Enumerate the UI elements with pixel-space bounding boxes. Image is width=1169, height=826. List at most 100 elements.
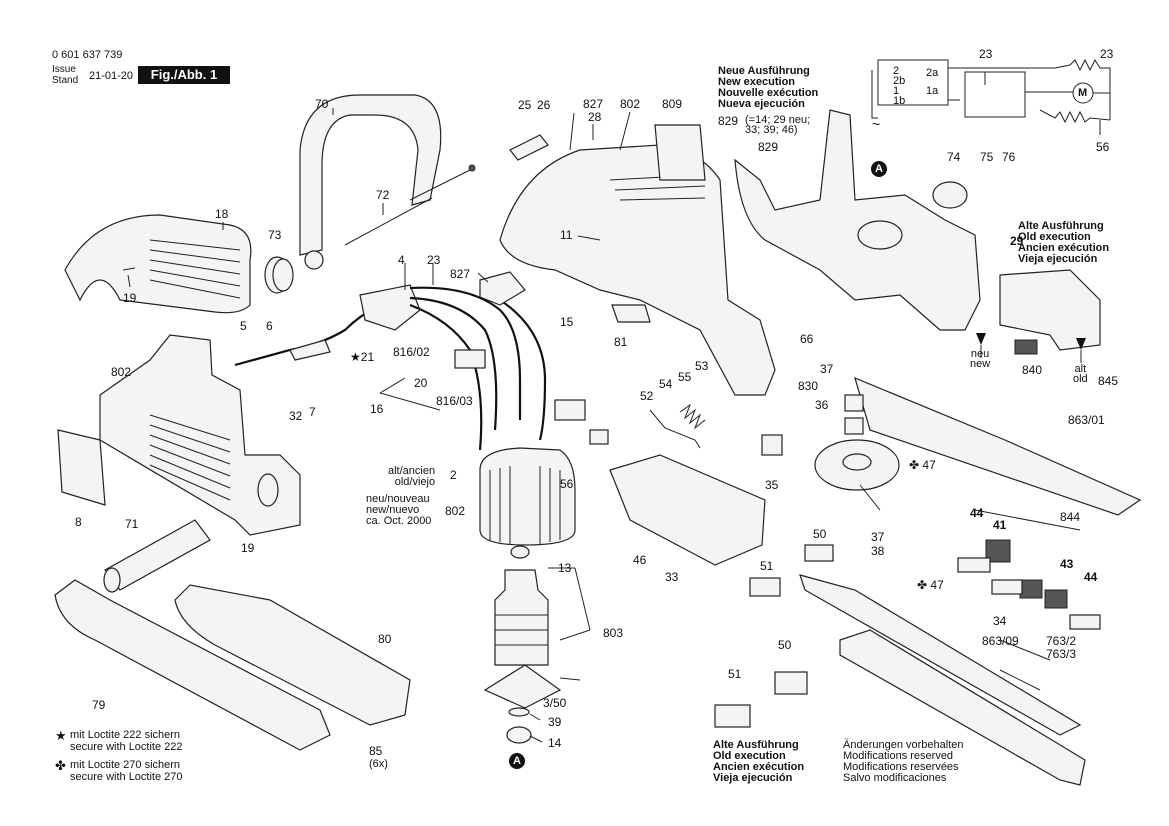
callout-37a: 37 xyxy=(820,362,834,376)
callout-802c: 802 xyxy=(445,504,466,518)
terminal-1a: 1a xyxy=(926,85,939,97)
stator-part xyxy=(479,447,576,546)
callout-32: 32 xyxy=(289,409,303,423)
callout-44b: 44 xyxy=(1084,570,1098,584)
callout-50b: 50 xyxy=(778,638,792,652)
loctite-222-de: mit Loctite 222 sichern xyxy=(70,729,181,741)
callout-33: 33 xyxy=(665,570,679,584)
terminal-1b: 1b xyxy=(893,95,906,107)
callout-80: 80 xyxy=(378,632,392,646)
callout-6: 6 xyxy=(266,319,273,333)
callout-37b: 37 xyxy=(871,530,885,544)
callout-39: 39 xyxy=(548,715,562,729)
callout-763-3: 763/3 xyxy=(1046,647,1077,661)
modifications-es: Salvo modificaciones xyxy=(843,772,947,784)
knob-part xyxy=(264,256,294,294)
loctite-222-en: secure with Loctite 222 xyxy=(70,741,183,753)
callout-816-03: 816/03 xyxy=(436,394,473,408)
motor-symbol: M xyxy=(1078,87,1088,99)
gear-part xyxy=(814,394,900,491)
old-text: old xyxy=(1073,373,1088,385)
star-symbol: ★ xyxy=(55,728,67,743)
callout-26: 26 xyxy=(537,98,551,112)
detail-line-1: (=14; 29 neu; xyxy=(745,114,811,126)
part-number: 0 601 637 739 xyxy=(52,49,123,61)
terminal-2: 2 xyxy=(893,65,900,77)
marker-a-top-label: A xyxy=(875,163,883,175)
callout-35: 35 xyxy=(765,478,779,492)
callout-47a: ✤ 47 xyxy=(909,459,936,472)
handle-part xyxy=(299,94,476,270)
callout-845: 845 xyxy=(1098,374,1119,388)
new-execution-829: 829 xyxy=(718,114,739,128)
callout-74: 74 xyxy=(947,150,961,164)
callout-71: 71 xyxy=(125,517,139,531)
callout-21-num: 21 xyxy=(360,350,375,364)
callout-38: 38 xyxy=(871,544,885,558)
neu-new-label: neu new xyxy=(970,349,990,370)
guard-part xyxy=(54,579,331,751)
callout-4: 4 xyxy=(398,253,405,267)
new-execution-es: Nueva ejecución xyxy=(718,98,805,110)
callout-51b: 51 xyxy=(728,667,742,681)
ac-symbol: ~ xyxy=(872,116,881,132)
callout-7: 7 xyxy=(309,405,316,419)
callout-51a: 51 xyxy=(760,559,774,573)
clover-symbol: ✤ xyxy=(55,758,66,773)
callout-20: 20 xyxy=(414,376,428,390)
old-execution-bottom-fr: Ancien exécution xyxy=(713,761,805,773)
callout-863-09: 863/09 xyxy=(982,634,1019,648)
old-execution-bottom-es: Vieja ejecución xyxy=(713,772,793,784)
new-execution-fr: Nouvelle exécution xyxy=(718,87,819,99)
star-mark: ★ xyxy=(350,350,361,364)
guide-rail-part xyxy=(799,574,1082,736)
callout-44a: 44 xyxy=(970,506,984,520)
motor-housing-part xyxy=(499,144,776,396)
callout-802b: 802 xyxy=(111,365,132,379)
neu-nouveau-text: neu/nouveau xyxy=(366,493,430,505)
old-execution-de: Alte Ausführung xyxy=(1018,220,1104,232)
callout-53: 53 xyxy=(695,359,709,373)
old-execution-note-right: Alte Ausführung Old execution Ancien exé… xyxy=(1018,221,1109,265)
issue-text: Issue xyxy=(52,64,76,75)
pad-set-part xyxy=(957,539,1101,630)
callout-16: 16 xyxy=(370,402,384,416)
loctite-270-de: mit Loctite 270 sichern xyxy=(70,759,181,771)
housing-cover-part xyxy=(64,214,252,314)
alt-text: alt xyxy=(1074,363,1087,375)
callout-81: 81 xyxy=(614,335,628,349)
callout-79: 79 xyxy=(92,698,106,712)
callout-52: 52 xyxy=(640,389,654,403)
callout-763-2: 763/2 xyxy=(1046,634,1077,648)
detail-line-2: 33; 39; 46) xyxy=(745,124,798,136)
loctite-222-note: mit Loctite 222 sichern secure with Loct… xyxy=(70,729,183,753)
callout-47b-num: 47 xyxy=(930,578,944,592)
callout-28: 28 xyxy=(588,110,602,124)
ca-oct-text: ca. Oct. 2000 xyxy=(366,515,432,527)
callout-85: 85 xyxy=(369,744,383,758)
issue-label: Issue Stand xyxy=(52,64,78,86)
callout-802a: 802 xyxy=(620,97,641,111)
new-execution-829-detail: (=14; 29 neu; 33; 39; 46) xyxy=(745,114,811,136)
callout-13: 13 xyxy=(558,561,572,575)
callout-11: 11 xyxy=(560,228,573,242)
marker-a-top xyxy=(871,161,887,177)
old-execution-bottom-en: Old execution xyxy=(713,750,786,762)
callout-18: 18 xyxy=(215,207,229,221)
callout-47b: ✤ 47 xyxy=(917,579,944,592)
callout-829: 829 xyxy=(758,140,779,154)
old-execution-es: Vieja ejecución xyxy=(1018,253,1098,265)
callout-72: 72 xyxy=(376,188,390,202)
loctite-270-en: secure with Loctite 270 xyxy=(70,771,183,783)
callout-15: 15 xyxy=(560,315,574,329)
callout-803: 803 xyxy=(603,626,624,640)
callout-840: 840 xyxy=(1022,363,1043,377)
brush-holder-part xyxy=(454,349,486,369)
leader-lines xyxy=(127,72,1101,743)
callout-75: 75 xyxy=(980,150,994,164)
guard-cover-part xyxy=(174,584,411,726)
callout-23c: 23 xyxy=(1100,47,1114,61)
callout-21: ★21 xyxy=(350,351,374,364)
callout-46: 46 xyxy=(633,553,647,567)
